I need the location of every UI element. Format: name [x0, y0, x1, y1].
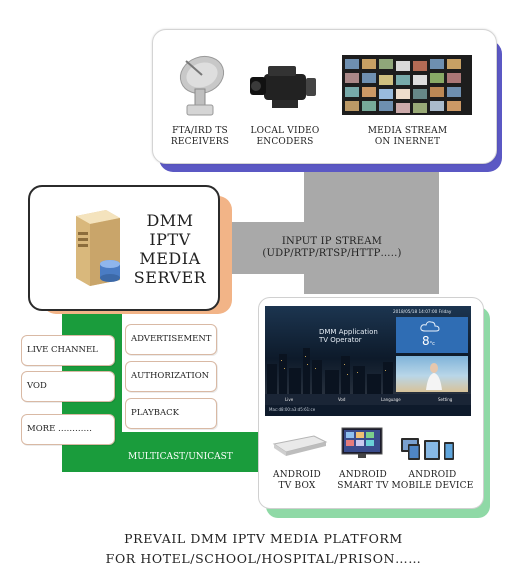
source-label-receivers: FTA/IRD TS RECEIVERS — [160, 126, 240, 148]
promo-tile — [396, 356, 468, 392]
media-wall-icon — [342, 55, 472, 115]
screen-mac: Mac:d8:00:a3:d5:61:ce — [269, 407, 316, 412]
input-stream-label: INPUT IP STREAM (UDP/RTP/RTSP/HTTP…..) — [232, 236, 432, 260]
input-stream-line2: (UDP/RTP/RTSP/HTTP…..) — [262, 248, 402, 259]
source-label-line1: FTA/IRD TS — [172, 126, 228, 136]
source-label-encoders: LOCAL VIDEO ENCODERS — [245, 126, 325, 148]
server-title-line2: IPTV — [149, 230, 191, 249]
source-label-line1: MEDIA STREAM — [367, 126, 448, 136]
app-title-line2: TV Operator — [319, 336, 362, 344]
source-label-line2: ON INERNET — [374, 137, 441, 147]
feature-advertisement: ADVERTISEMENT — [125, 324, 217, 355]
source-label-line2: ENCODERS — [256, 137, 314, 147]
feature-more: MORE ………… — [21, 414, 115, 445]
weather-tile: 8°c — [396, 317, 468, 353]
device-label-tv-box: ANDROID TV BOX — [262, 470, 332, 492]
satellite-dish-icon — [172, 47, 227, 119]
source-label-line1: LOCAL VIDEO — [250, 126, 320, 136]
screen-datetime: 2018/05/18 14:07:00 Friday — [393, 309, 452, 314]
tv-box-icon — [270, 430, 328, 460]
screen-app-title: DMM Application TV Operator — [319, 328, 378, 344]
server-tower-icon — [68, 208, 128, 288]
footer-line1: PREVAIL DMM IPTV MEDIA PLATFORM — [124, 531, 403, 546]
source-label-media-stream: MEDIA STREAM ON INERNET — [360, 126, 455, 148]
smart-tv-icon — [340, 426, 384, 460]
footer-line2: FOR HOTEL/SCHOOL/HOSPITAL/PRISON…… — [105, 551, 422, 566]
temperature-value: 8 — [422, 334, 430, 348]
temperature: 8°c — [422, 335, 435, 350]
server-title-line4: SERVER — [133, 268, 207, 287]
server-title-line1: DMM — [146, 211, 194, 230]
input-stream-line1: INPUT IP STREAM — [281, 236, 383, 247]
device-label-line1: ANDROID — [339, 470, 387, 480]
cloud-icon — [420, 321, 440, 332]
device-label-line2: MOBILE DEVICE — [391, 481, 474, 491]
feature-live-channel: LIVE CHANNEL — [21, 335, 115, 366]
server-box — [28, 185, 220, 311]
feature-vod: VOD — [21, 371, 115, 402]
mobile-devices-icon — [400, 436, 460, 462]
tab-language[interactable]: Language — [381, 397, 401, 402]
server-title-line3: MEDIA — [139, 249, 201, 268]
video-camera-icon — [250, 62, 320, 112]
feature-label: LIVE CHANNEL — [27, 345, 98, 355]
source-label-line2: RECEIVERS — [170, 137, 230, 147]
device-label-line1: ANDROID — [408, 470, 457, 480]
device-label-mobile: ANDROID MOBILE DEVICE — [390, 470, 475, 492]
feature-label: AUTHORIZATION — [131, 371, 210, 381]
feature-label: PLAYBACK — [131, 408, 180, 418]
device-label-line2: SMART TV — [337, 481, 389, 491]
feature-label: MORE ………… — [27, 424, 92, 434]
temperature-unit: °c — [429, 341, 435, 347]
multicast-label: MULTICAST/UNICAST — [128, 452, 233, 462]
screen-tab-bar — [265, 394, 471, 405]
device-label-line1: ANDROID — [273, 470, 321, 480]
promo-image — [426, 363, 442, 390]
feature-playback: PLAYBACK — [125, 398, 217, 429]
server-title: DMM IPTV MEDIA SERVER — [130, 211, 210, 287]
feature-label: VOD — [27, 381, 47, 391]
app-title-line1: DMM Application — [319, 328, 378, 336]
input-stream-band — [216, 222, 439, 274]
tab-setting[interactable]: Setting — [438, 397, 453, 402]
device-label-line2: TV BOX — [278, 481, 316, 491]
iptv-screen: 2018/05/18 14:07:00 Friday DMM Applicati… — [265, 306, 471, 416]
tab-live[interactable]: Live — [285, 397, 294, 402]
device-label-smart-tv: ANDROID SMART TV — [328, 470, 398, 492]
feature-label: ADVERTISEMENT — [131, 334, 212, 344]
tab-vod[interactable]: Vod — [338, 397, 346, 402]
feature-authorization: AUTHORIZATION — [125, 361, 217, 392]
skyline-image — [267, 348, 393, 394]
